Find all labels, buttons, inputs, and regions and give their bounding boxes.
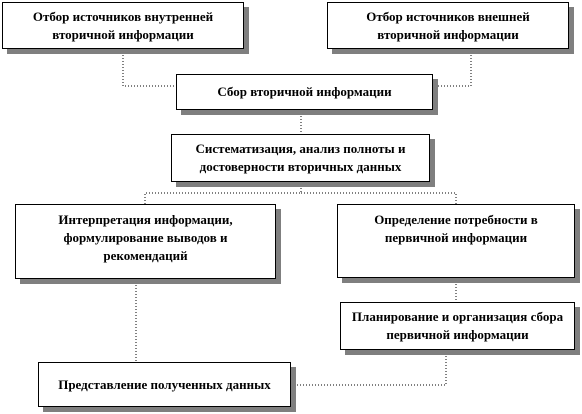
node-collection-label: Сбор вторичной информации [217,84,392,99]
node-presentation-label: Представление полученных данных [58,376,271,392]
node-interpretation: Интерпретация информации, формулирование… [15,204,276,279]
connector-external-to-collection [433,49,472,87]
connector-systematization-branch [144,182,457,204]
node-presentation: Представление полученных данных [38,362,291,407]
node-internal-sources: Отбор источников внутренней вторичной ин… [2,2,244,49]
node-primary-need: Определение потребности в первичной инфо… [337,204,575,278]
node-internal-sources-label: Отбор источников внутренней вторичной ин… [32,8,214,42]
node-primary-planning-label: Планирование и организация сбора первичн… [351,309,564,342]
node-systematization: Систематизация, анализ полноты и достове… [171,134,430,182]
node-external-sources: Отбор источников внешней вторичной инфор… [327,2,569,49]
node-interpretation-label: Интерпретация информации, формулирование… [58,212,233,263]
connector-internal-to-collection [122,49,176,87]
node-external-sources-label: Отбор источников внешней вторичной инфор… [366,8,530,42]
connector-planning-to-presentation [291,350,447,386]
node-collection: Сбор вторичной информации [176,74,433,110]
node-systematization-label: Систематизация, анализ полноты и достове… [195,141,406,174]
node-primary-need-label: Определение потребности в первичной инфо… [374,212,538,245]
node-primary-planning: Планирование и организация сбора первичн… [340,302,575,350]
